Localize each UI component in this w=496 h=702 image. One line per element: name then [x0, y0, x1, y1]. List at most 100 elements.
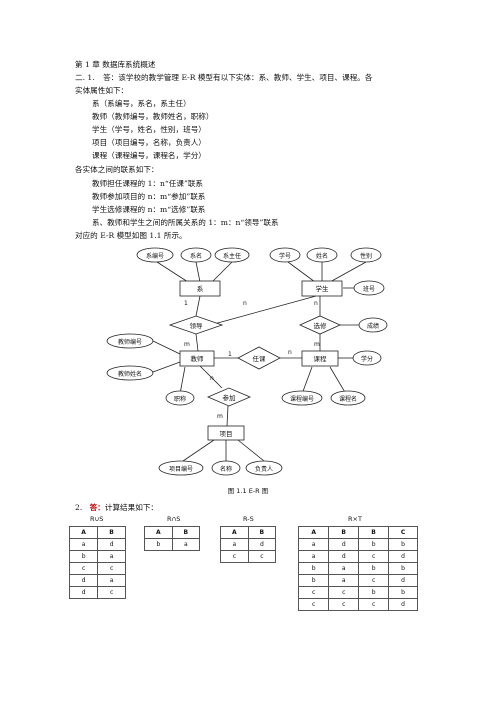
table-cell: a: [328, 574, 360, 587]
card-label: n: [210, 375, 214, 382]
table-cell: b: [388, 562, 418, 575]
table-cell: b: [388, 538, 418, 551]
q1-intro: 答：该学校的教学管理 E-R 模型有以下实体：系、教师、学生、项目、课程。各: [103, 73, 373, 82]
q2-answer-text: 计算结果如下：: [104, 503, 159, 512]
table-cell: d: [388, 574, 418, 587]
attr-proj-leader: 负责人: [255, 465, 273, 473]
relations-intro: 各实体之间的联系如下：: [75, 165, 159, 174]
table-cell: b: [358, 586, 390, 599]
card-label: 1: [228, 351, 232, 358]
attr-course-no: 课程编号: [290, 395, 314, 403]
attr-credit: 学分: [361, 355, 373, 363]
attr-tea-no: 教师编号: [118, 338, 142, 346]
table-caption: R-S: [243, 515, 254, 523]
table-cell: d: [97, 538, 126, 551]
q2-line: 2. 答：计算结果如下：: [75, 502, 158, 513]
relation-line: 教师参加项目的 n：m“参加”联系: [92, 192, 206, 201]
table-cell: c: [68, 562, 99, 575]
attr-tea-title: 职称: [174, 395, 186, 403]
entity-line: 学生（学号，姓名，性别，班号）: [92, 125, 206, 134]
rel-elect: 选修: [314, 321, 328, 330]
card-label: n: [243, 300, 247, 307]
col-header: B: [247, 526, 277, 539]
q1-number: 二. 1.: [75, 73, 95, 82]
col-header: B: [171, 526, 201, 539]
table-cell: a: [297, 538, 330, 551]
table-cell: b: [144, 538, 173, 551]
attr-stu-class: 班号: [363, 285, 375, 293]
card-label: m: [184, 341, 190, 348]
table-cell: c: [328, 598, 360, 611]
attr-stu-sex: 性别: [360, 252, 372, 260]
attr-dept-no: 系编号: [146, 252, 164, 260]
card-label: 1: [184, 300, 188, 307]
entity-line: 项目（项目编号，名称，负责人）: [92, 138, 206, 147]
attr-stu-name: 姓名: [316, 252, 328, 260]
attr-tea-name: 教师姓名: [118, 370, 142, 378]
q2-answer-label: 答：: [89, 503, 105, 512]
table-cell: a: [171, 538, 201, 551]
table-cell: a: [220, 538, 249, 551]
entity-student: 学生: [316, 284, 330, 293]
attr-stu-no: 学号: [279, 252, 291, 260]
attr-proj-no: 项目编号: [169, 465, 193, 473]
table-cell: c: [220, 550, 249, 563]
card-label: m: [217, 413, 223, 420]
table-cell: c: [297, 598, 330, 611]
col-header: B: [328, 526, 360, 539]
table-cell: d: [68, 586, 99, 599]
attr-dept-head: 系主任: [223, 252, 241, 260]
table-caption: R×T: [348, 515, 362, 523]
table-cell: c: [97, 562, 126, 575]
col-header: A: [297, 526, 330, 539]
table-cell: d: [388, 598, 418, 611]
entity-line: 系（系编号，系名，系主任）: [92, 99, 191, 108]
col-header: B: [97, 526, 126, 539]
table-cell: c: [97, 586, 126, 599]
col-header: A: [144, 526, 173, 539]
rel-lead: 领导: [190, 321, 204, 330]
table-cell: a: [97, 574, 126, 587]
col-header: A: [220, 526, 249, 539]
attr-dept-name: 系名: [190, 252, 202, 260]
table-cell: b: [297, 562, 330, 575]
table-cell: b: [358, 562, 390, 575]
rel-join: 参加: [223, 393, 236, 402]
col-header: B: [358, 526, 390, 539]
figure-ref: 对应的 E-R 模型如图 1.1 所示。: [75, 231, 187, 240]
table-cell: d: [388, 550, 418, 563]
entity-project: 项目: [220, 430, 233, 438]
table-cell: d: [247, 538, 277, 551]
table-cell: c: [247, 550, 277, 563]
table-cell: c: [297, 586, 330, 599]
table-cell: b: [68, 550, 99, 563]
table-caption: R∪S: [90, 515, 104, 523]
table-cell: d: [68, 574, 99, 587]
card-label: n: [314, 300, 318, 307]
chapter-heading: 第 1 章 数据库系统概述: [75, 60, 156, 69]
attr-grade: 成绩: [367, 322, 379, 330]
card-label: n: [288, 349, 292, 356]
entity-dept: 系: [197, 284, 204, 293]
table-cell: c: [358, 574, 390, 587]
relation-line: 系、教师和学生之间的所属关系的 1：m：n“领导”联系: [92, 218, 279, 227]
attr-course-name: 课程名: [339, 395, 357, 403]
q1-intro-cont: 实体属性如下：: [75, 86, 129, 95]
relation-line: 学生选修课程的 n：m“选修”联系: [92, 205, 206, 214]
rel-teach: 任课: [253, 354, 267, 363]
